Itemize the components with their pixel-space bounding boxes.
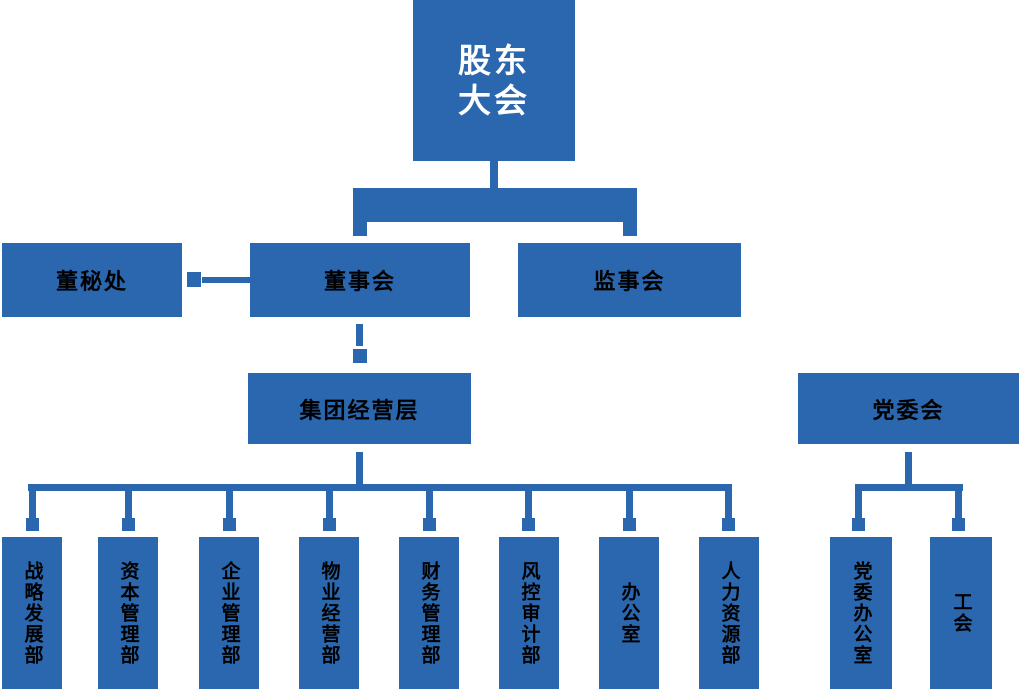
connector-departments-rail bbox=[28, 484, 732, 491]
box-shareholders-meeting-label-line1: 股东 bbox=[458, 40, 530, 80]
connector-party-drop bbox=[955, 491, 962, 518]
box-labor-union: 工会 bbox=[930, 537, 992, 689]
box-supervisory-board-label: 监事会 bbox=[593, 270, 666, 295]
connector-dept-drop bbox=[426, 491, 433, 518]
connector-secretary-line bbox=[202, 277, 250, 283]
box-party-committee-label: 党委会 bbox=[872, 398, 945, 424]
box-group-management-label: 集团经营层 bbox=[299, 398, 420, 424]
connector-board-stem bbox=[356, 324, 363, 346]
box-shareholders-meeting: 股东 大会 bbox=[413, 0, 575, 161]
connector-party-drop bbox=[855, 491, 862, 518]
connector-dept-drop bbox=[525, 491, 532, 518]
box-board-of-directors: 董事会 bbox=[250, 243, 470, 317]
box-supervisory-board: 监事会 bbox=[518, 243, 741, 317]
connector-party-rail bbox=[855, 484, 963, 491]
connector-party-node bbox=[852, 518, 865, 531]
box-dept-general-office: 办公室 bbox=[599, 537, 659, 689]
box-dept-risk-audit: 风控审计部 bbox=[499, 537, 559, 689]
connector-root-bar bbox=[353, 188, 637, 222]
box-board-secretary-office-label: 董秘处 bbox=[55, 270, 128, 295]
connector-board-node bbox=[353, 349, 367, 363]
box-shareholders-meeting-label-line2: 大会 bbox=[458, 80, 530, 120]
connector-dept-drop bbox=[29, 491, 36, 518]
connector-dept-node bbox=[26, 518, 39, 531]
box-dept-capital-management: 资本管理部 bbox=[98, 537, 158, 689]
connector-management-stem bbox=[356, 452, 363, 484]
connector-dept-drop bbox=[626, 491, 633, 518]
box-board-of-directors-label: 董事会 bbox=[323, 270, 396, 295]
box-group-management: 集团经营层 bbox=[248, 373, 471, 444]
connector-dept-drop bbox=[326, 491, 333, 518]
box-dept-enterprise-management-label: 企业管理部 bbox=[218, 560, 241, 666]
box-dept-financial-management: 财务管理部 bbox=[399, 537, 459, 689]
connector-dept-node bbox=[522, 518, 535, 531]
box-party-committee-office: 党委办公室 bbox=[830, 537, 892, 689]
connector-dept-node bbox=[323, 518, 336, 531]
connector-dept-node bbox=[722, 518, 735, 531]
connector-node-supervisory bbox=[623, 222, 637, 236]
connector-party-stem bbox=[905, 452, 912, 484]
box-dept-human-resources: 人力资源部 bbox=[699, 537, 759, 689]
box-dept-risk-audit-label: 风控审计部 bbox=[518, 560, 541, 666]
connector-dept-node bbox=[623, 518, 636, 531]
connector-node-board bbox=[353, 222, 367, 236]
connector-dept-drop bbox=[125, 491, 132, 518]
box-dept-human-resources-label: 人力资源部 bbox=[718, 560, 741, 666]
box-dept-strategic-development: 战略发展部 bbox=[2, 537, 62, 689]
connector-dept-node bbox=[223, 518, 236, 531]
connector-dept-drop bbox=[226, 491, 233, 518]
box-labor-union-label: 工会 bbox=[950, 592, 973, 634]
box-dept-general-office-label: 办公室 bbox=[618, 581, 641, 645]
box-party-committee: 党委会 bbox=[798, 373, 1019, 444]
connector-dept-node bbox=[122, 518, 135, 531]
box-board-secretary-office: 董秘处 bbox=[2, 243, 182, 317]
box-party-committee-office-label: 党委办公室 bbox=[850, 560, 873, 666]
box-dept-property-operation-label: 物业经营部 bbox=[318, 560, 341, 666]
connector-party-node bbox=[952, 518, 965, 531]
box-dept-financial-management-label: 财务管理部 bbox=[418, 560, 441, 666]
box-dept-strategic-development-label: 战略发展部 bbox=[21, 560, 44, 666]
connector-dept-node bbox=[423, 518, 436, 531]
connector-root-stem bbox=[490, 161, 498, 188]
box-dept-enterprise-management: 企业管理部 bbox=[199, 537, 259, 689]
connector-dept-drop bbox=[725, 491, 732, 518]
box-dept-property-operation: 物业经营部 bbox=[299, 537, 359, 689]
connector-node-secretary bbox=[187, 272, 201, 287]
box-dept-capital-management-label: 资本管理部 bbox=[117, 560, 140, 666]
